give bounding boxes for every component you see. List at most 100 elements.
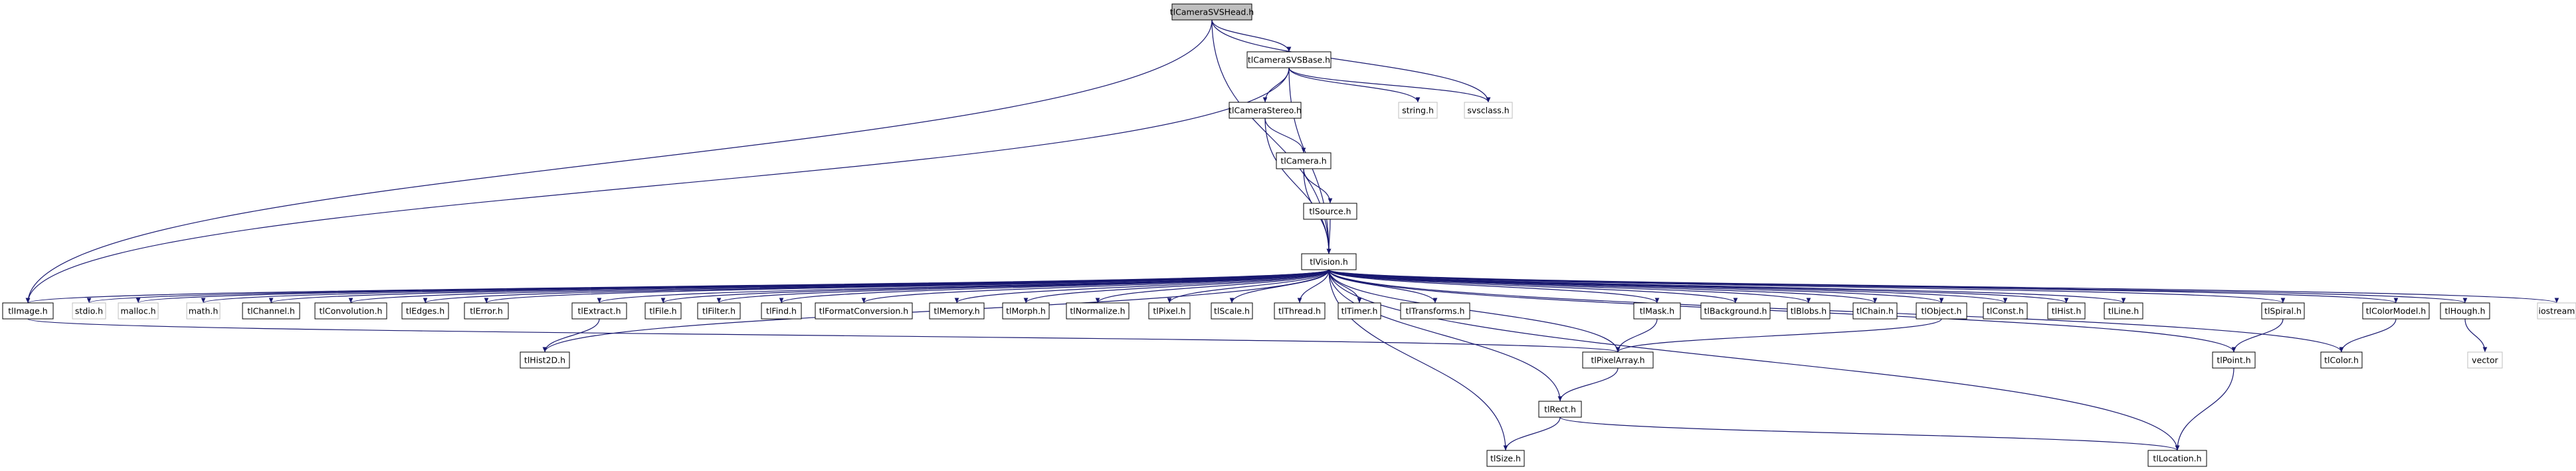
node-error[interactable]: tlError.h [464, 302, 509, 320]
node-box-pixel [1148, 302, 1191, 320]
node-box-chain [1852, 302, 1898, 320]
node-box-error [464, 302, 509, 320]
node-label-background: tlBackground.h [1704, 306, 1767, 316]
edge-vision-to-mask [1328, 269, 1660, 304]
node-label-morph: tlMorph.h [1006, 306, 1046, 316]
node-hist[interactable]: tlHist.h [2047, 302, 2086, 320]
node-label-const: tlConst.h [1987, 306, 2024, 316]
node-box-morph [1002, 302, 1050, 320]
node-size[interactable]: tlSize.h [1486, 450, 1525, 467]
edge-vision-to-color [1328, 269, 2344, 353]
node-label-math: math.h [189, 306, 219, 316]
node-box-svsclass [1464, 102, 1513, 119]
node-edges[interactable]: tlEdges.h [401, 302, 449, 320]
node-point[interactable]: tlPoint.h [2212, 351, 2256, 369]
node-box-math [186, 302, 221, 320]
node-pixelarray[interactable]: tlPixelArray.h [1582, 351, 1654, 369]
node-box-file [644, 302, 682, 320]
node-label-line: tlLine.h [2108, 306, 2139, 316]
node-label-colormodel: tlColorModel.h [2366, 306, 2426, 316]
edge-source-to-vision [1326, 219, 1332, 254]
node-box-stereo [1229, 102, 1302, 119]
node-box-point [2212, 351, 2256, 369]
node-pixel[interactable]: tlPixel.h [1148, 302, 1191, 320]
node-hough[interactable]: tlHough.h [2440, 302, 2490, 320]
node-mask[interactable]: tlMask.h [1633, 302, 1681, 320]
node-location[interactable]: tlLocation.h [2147, 450, 2207, 467]
edge-pixelarray-to-rect [1557, 367, 1619, 402]
node-box-string [1398, 102, 1438, 119]
node-filter[interactable]: tlFilter.h [697, 302, 741, 320]
node-box-rect [1538, 401, 1582, 418]
edge-head-to-image [25, 19, 1213, 304]
node-scale[interactable]: tlScale.h [1211, 302, 1253, 320]
edge-vision-to-iostream [1328, 269, 2559, 304]
node-box-object [1916, 302, 1967, 320]
edge-vision-to-thread [1297, 269, 1330, 304]
node-label-scale: tlScale.h [1214, 306, 1250, 316]
node-label-extract: tlExtract.h [577, 306, 621, 316]
node-label-memory: tlMemory.h [934, 306, 979, 316]
node-box-transforms [1400, 302, 1470, 320]
node-camera[interactable]: tlCamera.h [1276, 152, 1332, 169]
node-colormodel[interactable]: tlColorModel.h [2362, 302, 2430, 320]
node-color[interactable]: tlColor.h [2320, 351, 2363, 369]
node-stereo[interactable]: tlCameraStereo.h [1229, 102, 1302, 119]
node-image[interactable]: tlImage.h [2, 302, 54, 320]
node-rect[interactable]: tlRect.h [1538, 401, 1582, 418]
node-box-const [1983, 302, 2028, 320]
edge-vision-to-background [1328, 269, 1738, 304]
node-normalize[interactable]: tlNormalize.h [1066, 302, 1130, 320]
node-extract[interactable]: tlExtract.h [571, 302, 627, 320]
node-file[interactable]: tlFile.h [644, 302, 682, 320]
node-formatconv[interactable]: tlFormatConversion.h [815, 302, 913, 320]
node-head: tlCameraSVSHead.h [1170, 3, 1254, 21]
edge-vision-to-formatconv [861, 269, 1330, 304]
node-hist2d[interactable]: tlHist2D.h [520, 351, 570, 369]
edge-head-to-svsbase [1211, 19, 1292, 52]
node-label-timer: tlTimer.h [1341, 306, 1378, 316]
node-svsbase[interactable]: tlCameraSVSBase.h [1246, 51, 1332, 68]
edge-rect-to-size [1503, 417, 1561, 451]
node-label-hist: tlHist.h [2052, 306, 2082, 316]
node-label-pixel: tlPixel.h [1153, 306, 1185, 316]
node-string: string.h [1398, 102, 1438, 119]
edge-colormodel-to-color [2339, 318, 2397, 353]
node-label-transforms: tlTransforms.h [1406, 306, 1465, 316]
edge-svsbase-to-image [25, 67, 1290, 304]
node-box-background [1700, 302, 1771, 320]
node-box-memory [929, 302, 985, 320]
edge-vision-to-point [1328, 269, 2236, 353]
node-box-colormodel [2362, 302, 2430, 320]
node-memory[interactable]: tlMemory.h [929, 302, 985, 320]
node-box-hough [2440, 302, 2490, 320]
node-const[interactable]: tlConst.h [1983, 302, 2028, 320]
node-label-filter: tlFilter.h [702, 306, 736, 316]
node-convolution[interactable]: tlConvolution.h [314, 302, 387, 320]
node-transforms[interactable]: tlTransforms.h [1400, 302, 1470, 320]
node-channel[interactable]: tlChannel.h [242, 302, 300, 320]
node-blobs[interactable]: tlBlobs.h [1787, 302, 1831, 320]
node-line[interactable]: tlLine.h [2104, 302, 2143, 320]
node-timer[interactable]: tlTimer.h [1338, 302, 1381, 320]
node-object[interactable]: tlObject.h [1916, 302, 1967, 320]
node-vector: vector [2467, 351, 2503, 369]
node-label-image: tlImage.h [8, 306, 47, 316]
node-chain[interactable]: tlChain.h [1852, 302, 1898, 320]
node-spiral[interactable]: tlSpiral.h [2261, 302, 2305, 320]
node-label-size: tlSize.h [1490, 454, 1521, 464]
node-label-formatconv: tlFormatConversion.h [819, 306, 908, 316]
edge-hough-to-vector [2464, 318, 2488, 353]
node-source[interactable]: tlSource.h [1303, 203, 1357, 220]
node-morph[interactable]: tlMorph.h [1002, 302, 1050, 320]
node-background[interactable]: tlBackground.h [1700, 302, 1771, 320]
node-thread[interactable]: tlThread.h [1274, 302, 1326, 320]
node-vision[interactable]: tlVision.h [1301, 253, 1357, 270]
node-find[interactable]: tlFind.h [761, 302, 802, 320]
node-label-object: tlObject.h [1922, 306, 1962, 316]
edge-vision-to-line [1328, 269, 2126, 304]
node-label-normalize: tlNormalize.h [1070, 306, 1125, 316]
node-label-convolution: tlConvolution.h [320, 306, 383, 316]
node-box-blobs [1787, 302, 1831, 320]
